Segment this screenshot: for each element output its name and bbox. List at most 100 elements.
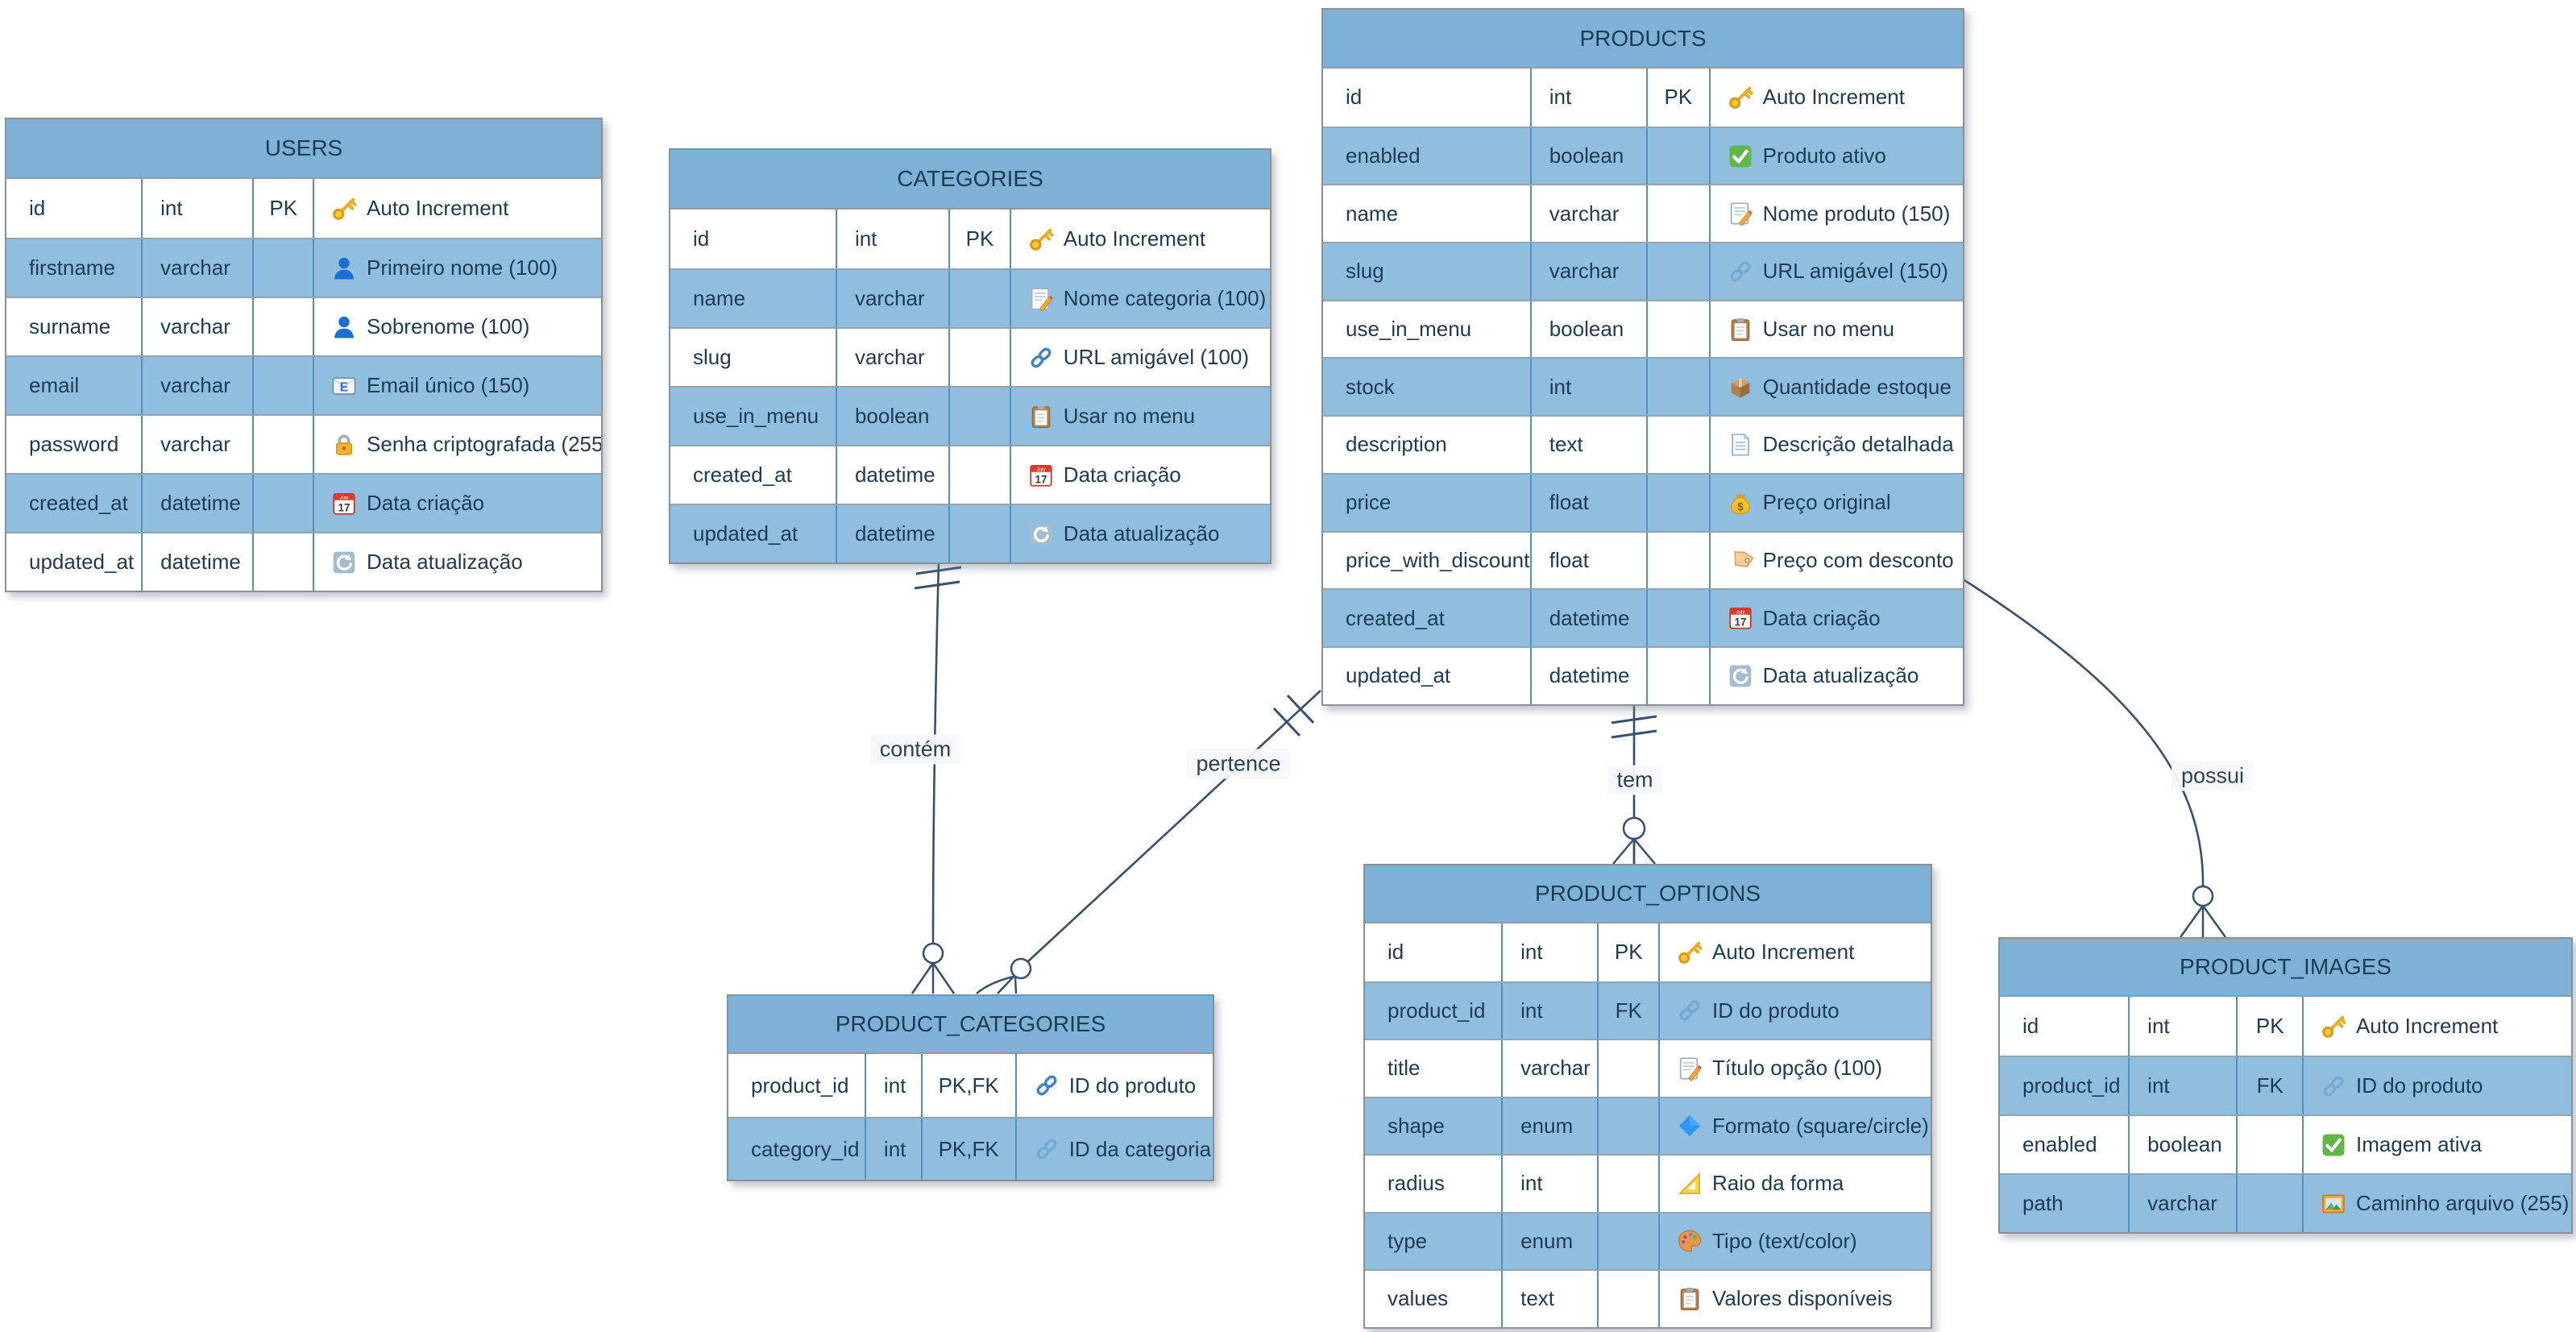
field-type-cell: datetime	[1529, 647, 1646, 704]
field-comment-cell: Senha criptografada (255)	[313, 416, 601, 473]
cardinality-zero-or-many-marker	[1612, 816, 1656, 865]
field-key-cell	[1646, 127, 1709, 185]
relationship-possui-line[interactable]	[1964, 579, 2227, 938]
relationship-label-possui[interactable]: possui	[2171, 761, 2255, 791]
field-name-cell: id	[1346, 85, 1363, 110]
field-name-cell: created_at	[1346, 605, 1445, 630]
relationship-label-pertence[interactable]: pertence	[1186, 749, 1291, 779]
field-comment: Data atualização	[1762, 663, 1919, 688]
field-name-cell: title	[1388, 1056, 1421, 1081]
field-comment: ID do produto	[1712, 998, 1840, 1023]
person-icon	[330, 255, 358, 282]
field-comment-cell: ID do produto	[1658, 982, 1931, 1039]
field-comment-cell: URL amigável (150)	[1708, 243, 1963, 300]
field-type-cell: varchar	[835, 329, 948, 386]
clipboard-icon	[1727, 316, 1754, 343]
field-type-cell: varchar	[141, 357, 252, 414]
field-key-cell: PK	[948, 210, 1010, 268]
field-comment-cell: Usar no menu	[1009, 388, 1270, 445]
person-icon	[330, 313, 358, 341]
field-type-cell: int	[864, 1118, 921, 1180]
check-icon	[1727, 143, 1754, 170]
field-name-cell: slug	[693, 345, 732, 369]
tag-icon	[1727, 546, 1754, 574]
field-name-cell: category_id	[751, 1136, 860, 1161]
field-type-cell: int	[1501, 923, 1597, 981]
cardinality-one-marker	[1611, 715, 1657, 739]
refresh-icon	[1727, 662, 1754, 690]
field-name-cell: password	[29, 432, 119, 456]
field-type-cell: datetime	[835, 505, 948, 562]
field-type-cell: float	[1529, 474, 1646, 531]
field-comment-cell: Data atualização	[1708, 647, 1963, 704]
field-key-cell: PK	[1597, 923, 1658, 981]
diamond-icon	[1676, 1112, 1703, 1139]
field-key-cell	[252, 298, 313, 355]
field-type-cell: int	[2128, 997, 2236, 1056]
field-comment: Auto Increment	[2355, 1014, 2499, 1038]
field-key-cell	[2236, 1116, 2302, 1173]
field-key-cell	[1646, 185, 1709, 243]
field-type-cell: text	[1501, 1271, 1597, 1327]
field-name-cell: created_at	[29, 491, 128, 515]
field-comment: Tipo (text/color)	[1712, 1228, 1857, 1253]
field-type-cell: varchar	[1529, 243, 1646, 300]
field-comment-cell: Data criação	[313, 475, 601, 532]
field-type-cell: boolean	[835, 388, 948, 445]
relationship-label-tem[interactable]: tem	[1607, 765, 1663, 795]
field-type-cell: int	[141, 179, 252, 238]
relationship-label-contem[interactable]: contém	[869, 734, 961, 765]
field-name-cell: product_id	[1388, 998, 1486, 1023]
refresh-icon	[1027, 521, 1055, 548]
field-comment-cell: Raio da forma	[1658, 1156, 1931, 1212]
field-comment: Descrição detalhada	[1762, 432, 1954, 457]
relationship-pertence-line[interactable]	[976, 690, 1321, 994]
field-name-cell: stock	[1346, 374, 1395, 399]
field-name-cell: id	[2022, 1014, 2039, 1038]
palette-icon	[1676, 1227, 1703, 1255]
field-name-cell: use_in_menu	[1346, 317, 1472, 342]
key-icon	[1727, 84, 1754, 111]
field-comment: Data atualização	[1063, 521, 1220, 546]
field-key-cell: PK,FK	[920, 1054, 1015, 1117]
field-name-cell: name	[693, 286, 746, 310]
table-title: CATEGORIES	[670, 150, 1270, 210]
field-name-cell: id	[693, 226, 710, 251]
field-type-cell: float	[1529, 532, 1646, 589]
clipboard-icon	[1676, 1285, 1703, 1313]
field-comment-cell: Caminho arquivo (255)	[2301, 1175, 2571, 1232]
relationship-contem-line[interactable]	[911, 560, 962, 994]
clipboard-icon	[1027, 403, 1055, 430]
field-comment: Data atualização	[367, 550, 523, 574]
field-key-cell	[1646, 359, 1709, 416]
field-key-cell: FK	[2236, 1057, 2302, 1114]
field-comment: Nome produto (150)	[1762, 201, 1951, 226]
field-key-cell	[1597, 1098, 1658, 1154]
field-key-cell	[1646, 647, 1709, 704]
field-comment: Preço com desconto	[1762, 547, 1954, 572]
field-name-cell: values	[1388, 1286, 1449, 1311]
field-key-cell	[1597, 1213, 1658, 1269]
field-comment-cell: Quantidade estoque	[1708, 359, 1963, 416]
field-name-cell: surname	[29, 314, 111, 338]
field-comment-cell: Auto Increment	[1708, 68, 1963, 127]
